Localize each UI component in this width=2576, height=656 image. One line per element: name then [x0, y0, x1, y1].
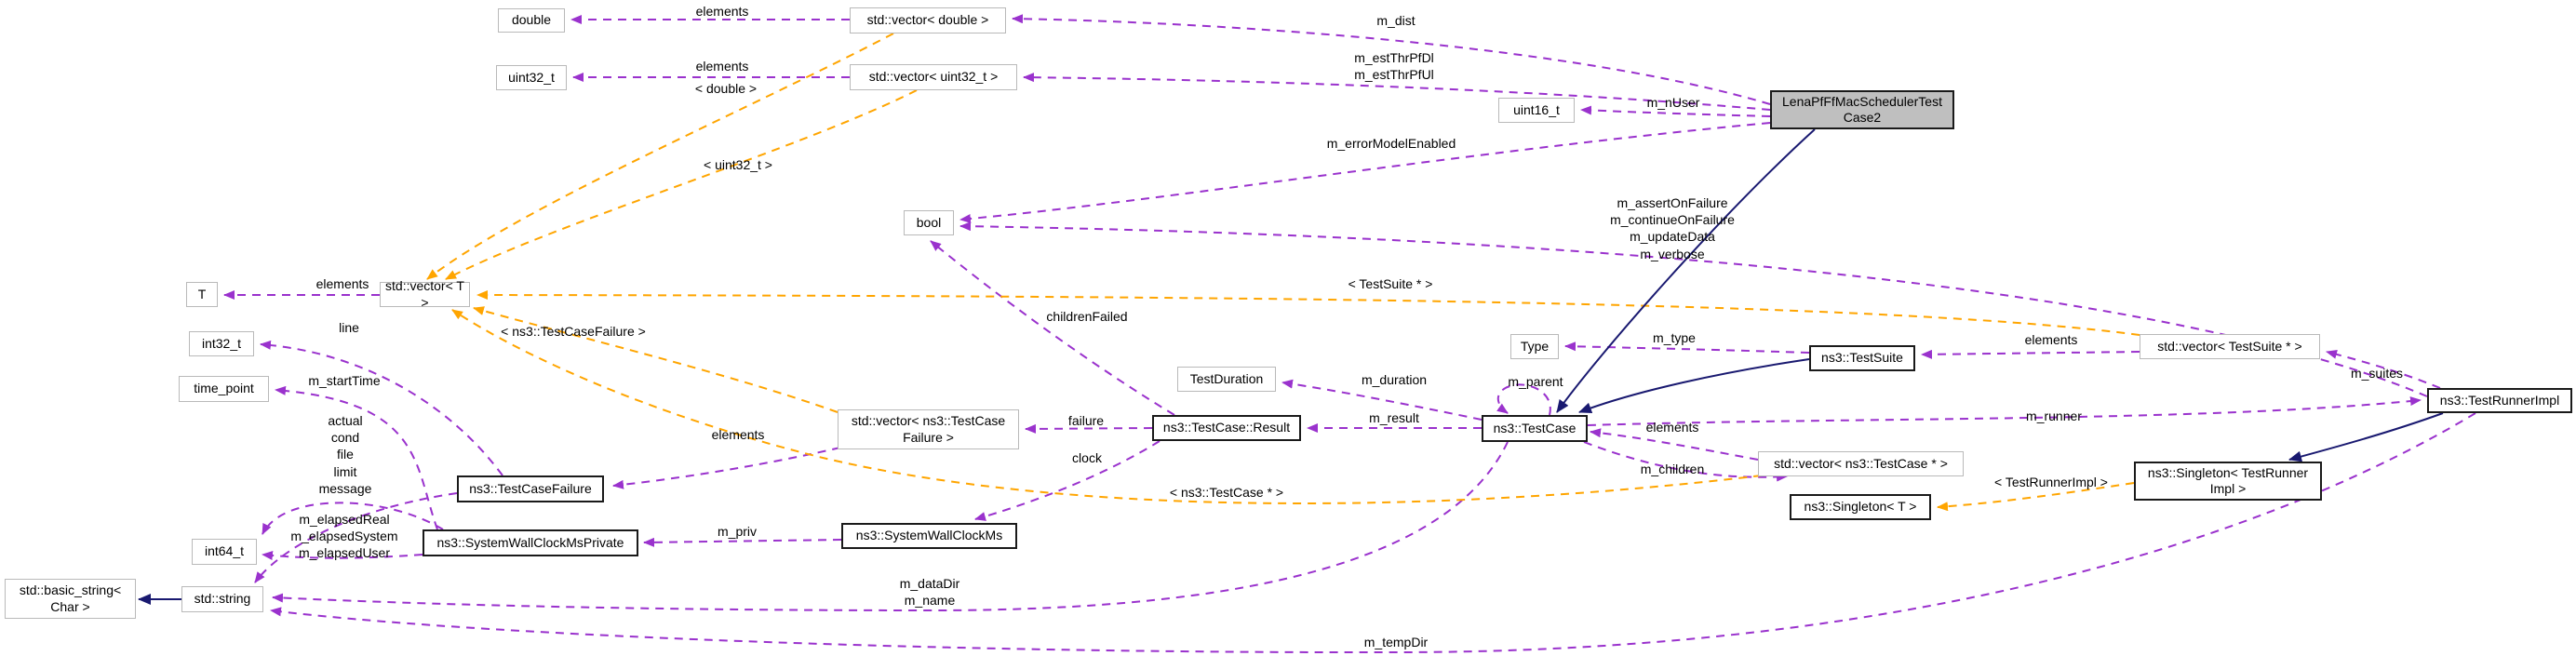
- edge-line: [260, 340, 503, 476]
- edge-tmpl-tc-ptr: [451, 309, 1763, 504]
- edge-label-failure: failure: [1067, 413, 1105, 428]
- node-test-case[interactable]: ns3::TestCase: [1482, 415, 1588, 442]
- edge-label-childrenfailed: childrenFailed: [1046, 309, 1128, 324]
- edge-label-m-elapsed-group: m_elapsedReal m_elapsedSystem m_elapsedU…: [290, 512, 398, 561]
- edge-m-elapsed-arc: [262, 502, 444, 535]
- node-type: Type: [1510, 334, 1559, 359]
- node-system-wall-clock-ms-private[interactable]: ns3::SystemWallClockMsPrivate: [423, 529, 638, 556]
- edge-label-m-assert-group: m_assertOnFailure m_continueOnFailure m_…: [1610, 195, 1735, 261]
- edge-label-tmpl-uint32: < uint32_t >: [704, 157, 772, 172]
- edge-inherit-lena-testcase: [1556, 128, 1816, 413]
- edge-actual-group: [254, 492, 458, 583]
- node-int64-t: int64_t: [192, 539, 257, 565]
- edge-tmpl-tcf: [473, 306, 839, 413]
- edge-label-elements-vec-testsuite: elements: [2024, 332, 2078, 347]
- edge-m-dist: [1012, 14, 1771, 105]
- edge-elements-vects-testsuite: [1921, 349, 2140, 359]
- node-uint16-t: uint16_t: [1498, 98, 1575, 123]
- node-time-point: time_point: [179, 376, 269, 402]
- edge-label-m-datadir-group: m_dataDir m_name: [899, 576, 960, 609]
- edge-label-elements-vec-testcase: elements: [1645, 420, 1699, 435]
- node-vector-testcase-ptr: std::vector< ns3::TestCase * >: [1758, 451, 1964, 476]
- edge-m-estthr: [1023, 73, 1771, 111]
- edge-elements-vectc-testcase: [1590, 428, 1759, 461]
- node-vector-testcasefailure: std::vector< ns3::TestCase Failure >: [838, 409, 1019, 449]
- edge-m-datadir: [272, 441, 1509, 612]
- node-vector-double: std::vector< double >: [850, 7, 1006, 33]
- edge-m-children: [1583, 441, 1788, 482]
- edge-tmpl-uint32: [445, 89, 918, 280]
- edge-label-m-estthr: m_estThrPfDl m_estThrPfUl: [1354, 50, 1434, 83]
- edge-label-line: line: [339, 320, 359, 335]
- node-t: T: [186, 282, 218, 307]
- edge-label-m-starttime: m_startTime: [308, 373, 381, 388]
- node-vector-uint32: std::vector< uint32_t >: [850, 64, 1017, 90]
- edge-label-elements-vec-t: elements: [315, 276, 369, 291]
- edge-label-m-nuser: m_nUser: [1646, 95, 1700, 110]
- edge-label-tmpl-double: < double >: [694, 81, 758, 96]
- node-vector-testsuite-ptr: std::vector< TestSuite * >: [2140, 334, 2320, 359]
- edge-label-actual-group: actual cond file limit message: [318, 413, 372, 496]
- edge-label-elements-vec-uint32: elements: [695, 59, 749, 74]
- node-test-case-failure[interactable]: ns3::TestCaseFailure: [457, 475, 604, 502]
- node-int32-t: int32_t: [189, 331, 254, 356]
- edge-m-parent-selfloop: [1496, 383, 1551, 416]
- edge-label-m-dist: m_dist: [1376, 13, 1415, 28]
- edge-m-elapsed-straight: [262, 551, 423, 561]
- edge-inherit-testsuite-testcase: [1578, 358, 1810, 414]
- node-system-wall-clock-ms[interactable]: ns3::SystemWallClockMs: [841, 523, 1017, 549]
- edge-label-m-runner: m_runner: [2026, 408, 2082, 423]
- edge-m-nuser: [1580, 105, 1771, 117]
- edge-label-elements-vec-tcf: elements: [711, 427, 765, 442]
- edge-label-tmpl-testsuite-ptr: < TestSuite * >: [1348, 276, 1433, 291]
- edge-childrenfailed: [930, 240, 1175, 416]
- node-std-basic-string: std::basic_string< Char >: [5, 579, 136, 619]
- edge-clock: [974, 440, 1161, 521]
- node-test-suite[interactable]: ns3::TestSuite: [1809, 345, 1915, 371]
- edge-m-starttime: [275, 385, 438, 530]
- edge-m-type: [1564, 341, 1810, 354]
- edge-m-assert-group: [959, 221, 2428, 397]
- edge-label-tmpl-tri: < TestRunnerImpl >: [1994, 475, 2108, 489]
- node-lena-pf-ff-mac-scheduler-test-case2[interactable]: LenaPfFfMacSchedulerTest Case2: [1770, 90, 1954, 129]
- edge-m-priv: [643, 537, 842, 547]
- node-test-duration: TestDuration: [1177, 367, 1276, 392]
- edge-label-m-type: m_type: [1653, 330, 1696, 345]
- edge-m-duration: [1281, 379, 1483, 421]
- node-std-string: std::string: [181, 586, 263, 612]
- node-singleton-testrunnerimpl[interactable]: ns3::Singleton< TestRunner Impl >: [2134, 462, 2322, 501]
- edge-label-m-duration: m_duration: [1361, 372, 1428, 387]
- edge-label-tmpl-tc-ptr: < ns3::TestCase * >: [1169, 485, 1284, 500]
- edge-tmpl-testsuite-ptr: [476, 290, 2140, 336]
- node-singleton-t[interactable]: ns3::Singleton< T >: [1790, 494, 1931, 520]
- edge-label-m-priv: m_priv: [717, 524, 758, 539]
- node-vector-t: std::vector< T >: [380, 278, 470, 310]
- edge-label-m-parent: m_parent: [1508, 374, 1563, 389]
- edge-failure: [1025, 423, 1153, 434]
- edge-inherit-tri-singleton: [2288, 412, 2444, 462]
- edge-m-errormodelenabled: [959, 122, 1771, 223]
- edge-m-runner: [1587, 396, 2422, 426]
- edge-label-m-result: m_result: [1369, 410, 1419, 425]
- edge-label-tmpl-tcf: < ns3::TestCaseFailure >: [501, 324, 646, 339]
- node-test-runner-impl[interactable]: ns3::TestRunnerImpl: [2427, 388, 2572, 413]
- node-test-case-result[interactable]: ns3::TestCase::Result: [1152, 415, 1301, 441]
- edge-label-m-tempdir: m_tempDir: [1363, 635, 1429, 649]
- edge-label-m-children: m_children: [1640, 462, 1705, 476]
- edge-label-clock: clock: [1072, 450, 1102, 465]
- node-bool: bool: [904, 210, 954, 235]
- edge-label-m-suites: m_suites: [2350, 366, 2404, 381]
- node-double: double: [498, 8, 565, 33]
- edge-label-elements-vec-double: elements: [695, 4, 749, 19]
- edge-m-tempdir: [270, 412, 2476, 654]
- node-uint32-t: uint32_t: [496, 65, 567, 90]
- edge-m-suites: [2326, 349, 2441, 389]
- edge-label-m-errormodelenabled: m_errorModelEnabled: [1326, 136, 1456, 151]
